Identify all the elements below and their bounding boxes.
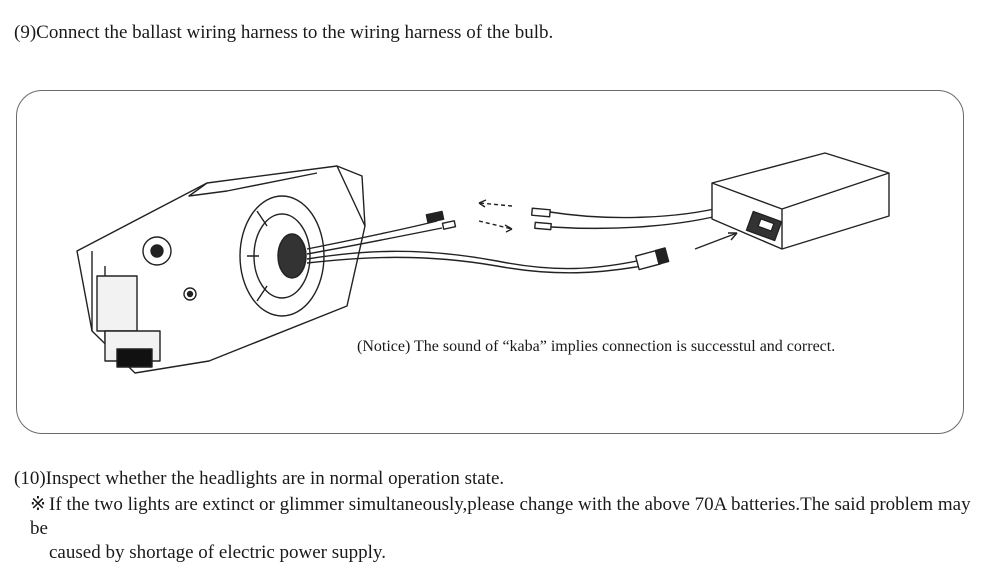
connection-arrows — [478, 202, 513, 230]
wiring-diagram-figure: (Notice) The sound of “kaba” implies con… — [16, 90, 964, 434]
note-line-1: If the two lights are extinct or glimmer… — [30, 494, 971, 539]
note-line-2: caused by shortage of electric power sup… — [49, 542, 386, 563]
headlight-assembly — [76, 165, 366, 374]
ballast-box — [711, 152, 890, 250]
reference-mark: ※ — [30, 494, 46, 515]
step-10-note: ※If the two lights are extinct or glimme… — [30, 493, 990, 565]
bulb-harness — [306, 210, 670, 274]
connection-notice: (Notice) The sound of “kaba” implies con… — [357, 338, 836, 355]
ballast-harness — [530, 198, 734, 231]
wiring-illustration — [76, 152, 890, 374]
step-9-title: (9)Connect the ballast wiring harness to… — [14, 22, 554, 43]
step-10-title: (10)Inspect whether the headlights are i… — [14, 468, 505, 489]
